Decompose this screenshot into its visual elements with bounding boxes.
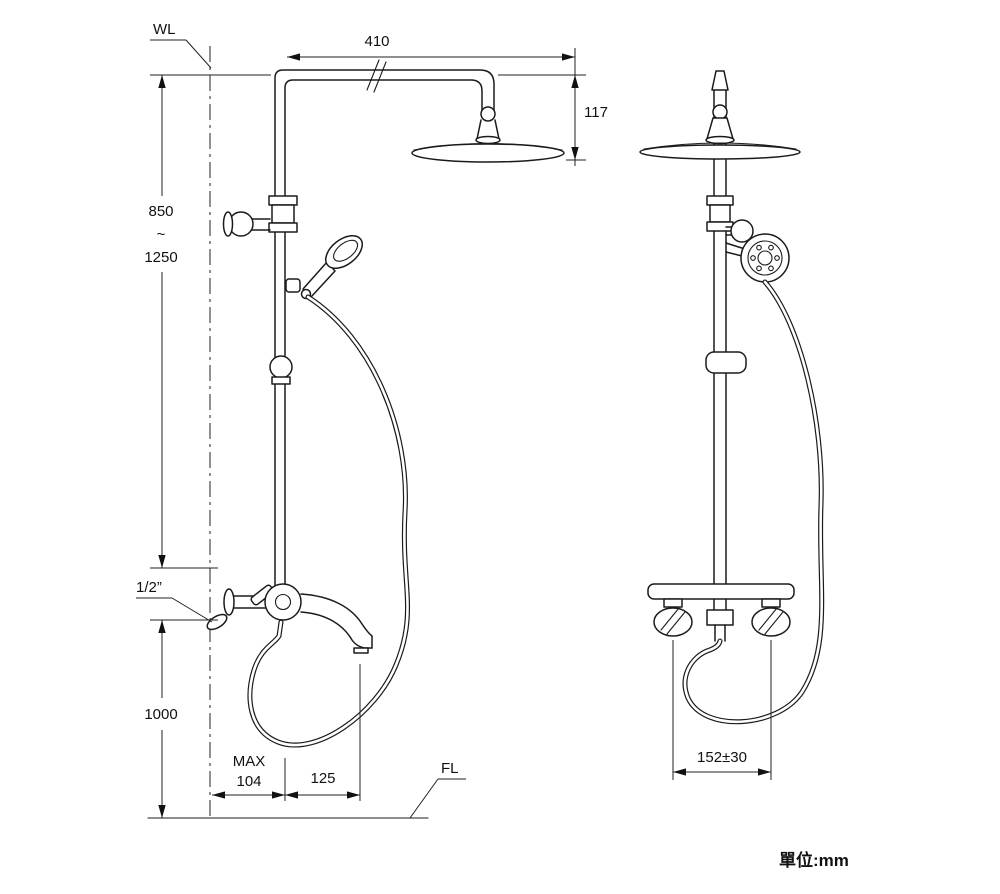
dim-1250-label: 1250 — [144, 249, 177, 266]
shower-hose-side — [682, 279, 825, 725]
dim-410-label: 410 — [364, 33, 389, 50]
dim-850-label: 850 — [148, 203, 173, 220]
rain-shower-head-side — [639, 104, 801, 160]
dim-half-inch-label: 1/2” — [136, 579, 162, 596]
slider-ring — [269, 355, 293, 385]
inlet-escutcheon-left — [653, 607, 693, 637]
mixer-valve — [206, 583, 373, 654]
dim-152-label: 152±30 — [697, 749, 747, 766]
tub-spout — [300, 593, 373, 654]
inlet-escutcheon-right — [751, 607, 791, 637]
front-view: WL 850 ~ 1250 410 117 1/2” — [136, 21, 608, 820]
mounting-bar — [647, 583, 795, 600]
supply-elbow — [206, 613, 228, 631]
dim-125-label: 125 — [310, 770, 335, 787]
hand-shower-side — [725, 233, 790, 283]
water-line-label: WL — [153, 21, 176, 38]
wall-escutcheon — [223, 588, 235, 616]
hand-shower-holder — [285, 278, 301, 293]
top-cap — [711, 70, 729, 91]
pipe-break-icon — [366, 59, 387, 93]
diverter-knob — [730, 219, 754, 243]
front-dimensions: WL 850 ~ 1250 410 117 1/2” — [136, 21, 608, 819]
ball-joint — [480, 106, 496, 122]
floor-line-label: FL — [441, 760, 459, 777]
dim-104-label: 104 — [236, 773, 261, 790]
hose-nut-side — [706, 609, 734, 626]
hand-shower — [285, 234, 364, 300]
riser-pipe-side — [711, 70, 729, 586]
mixer-body — [264, 583, 302, 621]
dim-tilde-label: ~ — [157, 226, 166, 243]
mixer-side — [647, 583, 795, 642]
wall-bracket — [222, 211, 271, 237]
dim-1000-label: 1000 — [144, 706, 177, 723]
dim-117-label: 117 — [584, 104, 608, 121]
riser-pipe — [274, 59, 495, 593]
shower-hose — [247, 294, 410, 748]
unit-note: 單位:mm — [779, 850, 849, 870]
dim-max-label: MAX — [233, 753, 266, 770]
side-view: 152±30 — [639, 70, 825, 780]
union-fitting-side — [706, 195, 754, 243]
union-fitting — [268, 195, 298, 233]
slider-bracket-side — [705, 351, 747, 374]
side-dimensions: 152±30 — [672, 640, 772, 780]
rain-shower-head — [411, 106, 565, 163]
